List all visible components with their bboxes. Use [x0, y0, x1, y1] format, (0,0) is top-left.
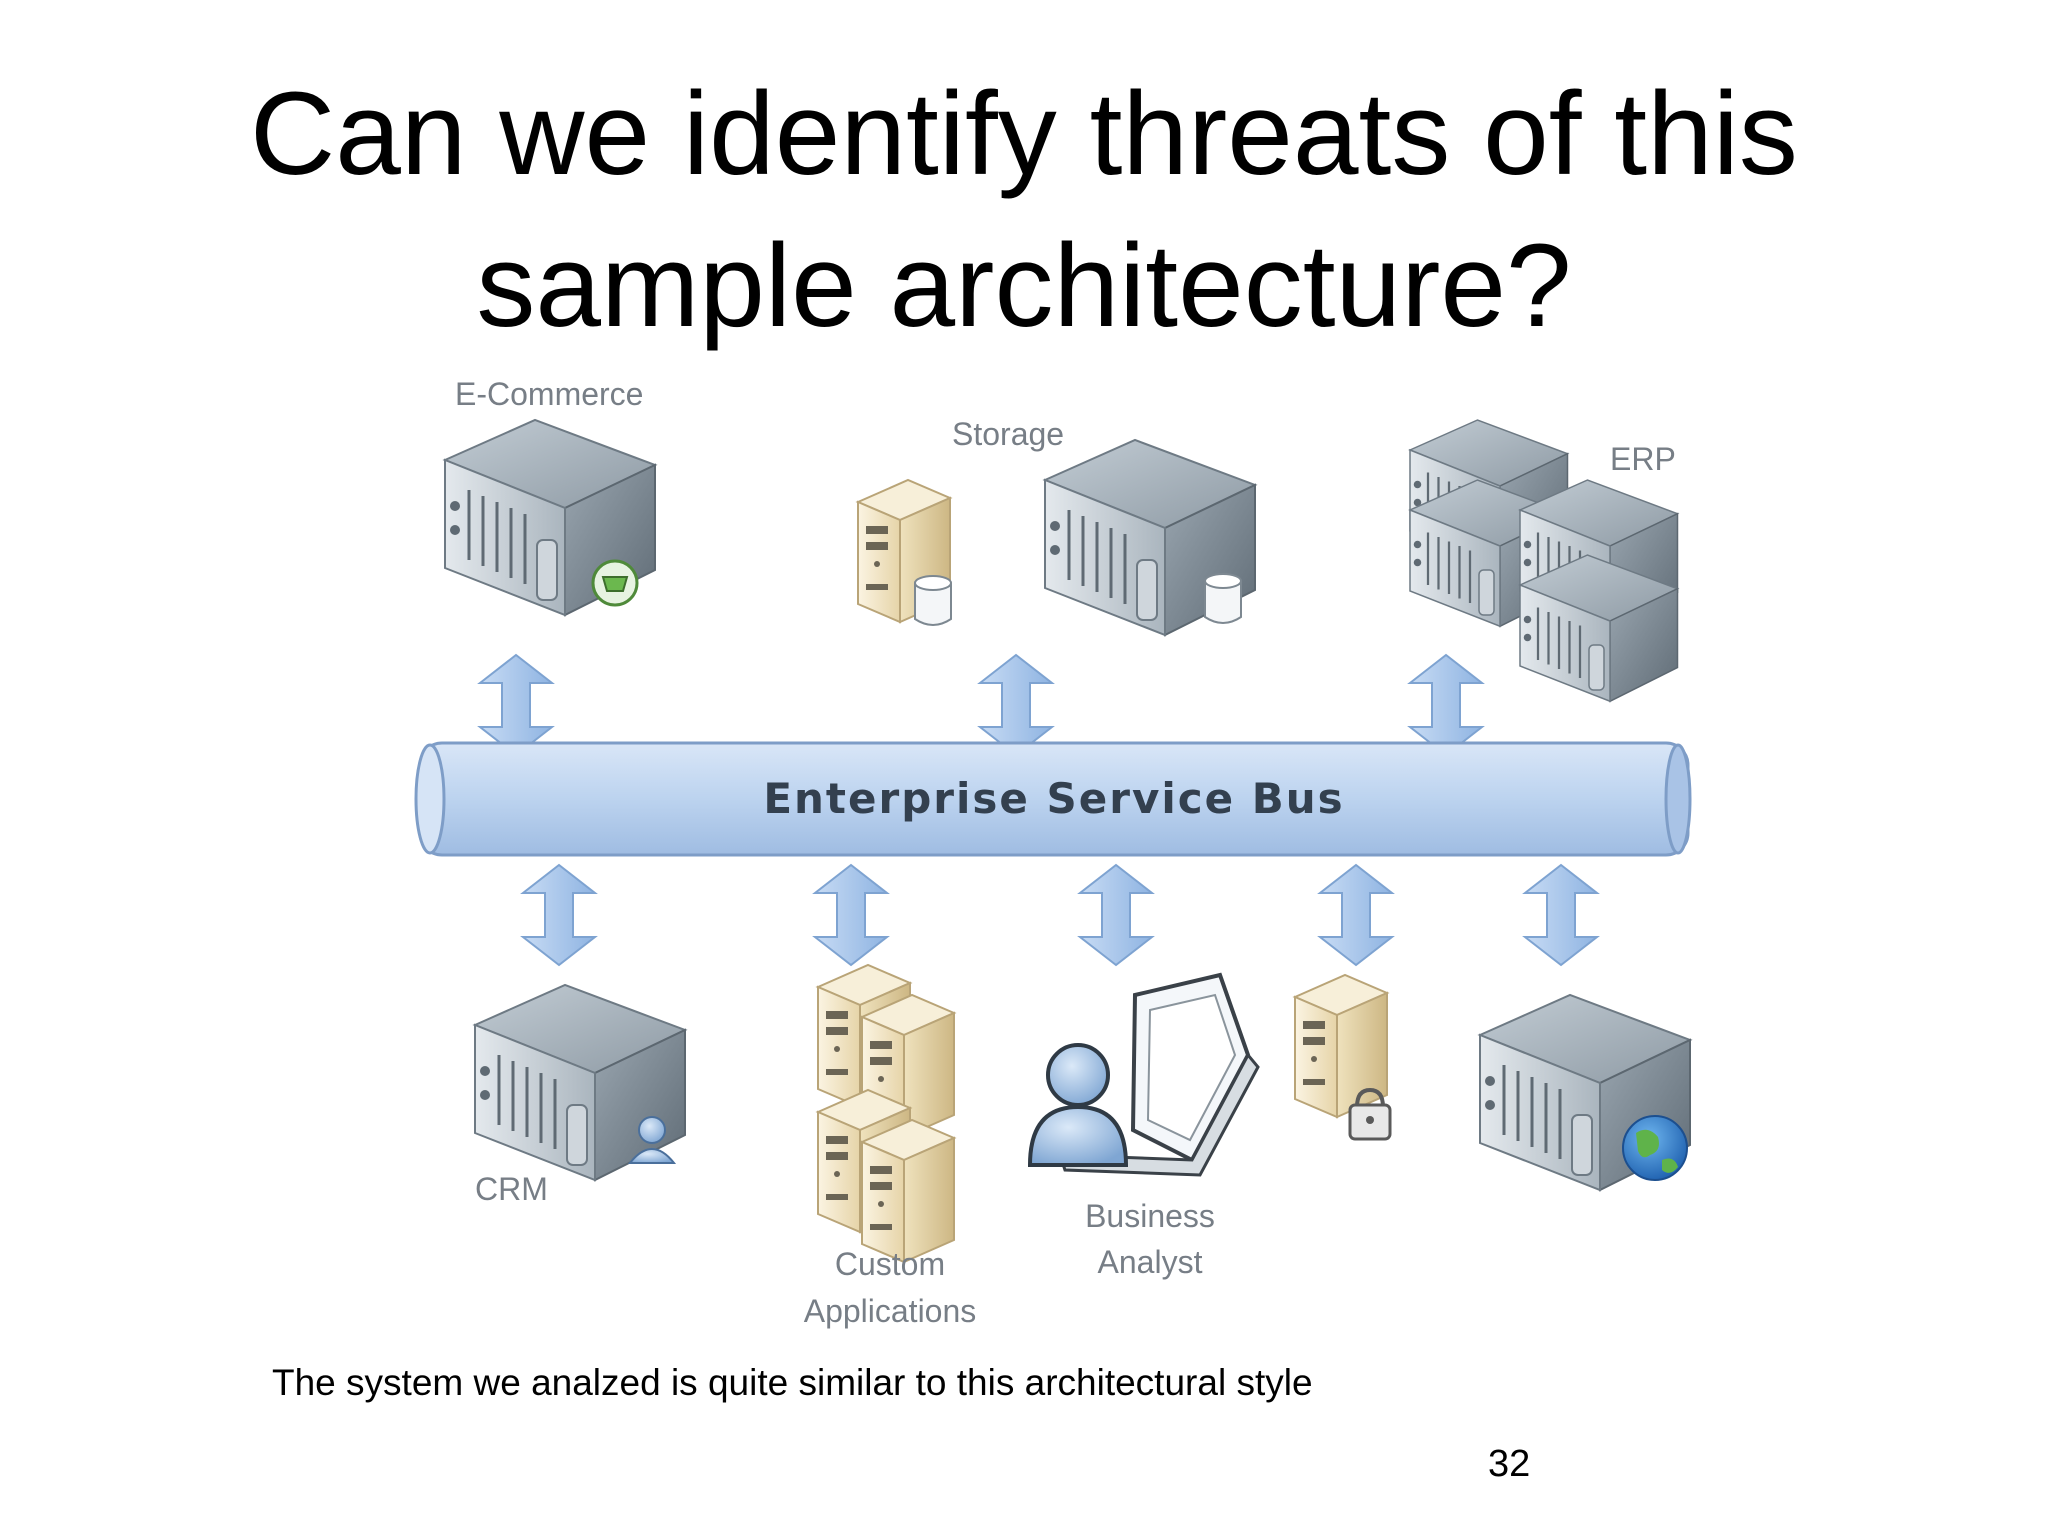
lock-icon: [1348, 1087, 1392, 1141]
bidirectional-arrow-icon: [814, 864, 888, 966]
laptop-icon: [1057, 972, 1260, 1177]
node-secure-tower: [1294, 974, 1392, 1141]
node-web-server: [1478, 993, 1692, 1192]
bidirectional-arrow-icon: [479, 654, 553, 756]
shopping-icon: [591, 559, 639, 607]
label-business: Business: [1085, 1198, 1215, 1234]
bidirectional-arrow-icon: [979, 654, 1053, 756]
slide-title: Can we identify threats of this sample a…: [124, 58, 1924, 362]
tower-server-icon: [1294, 974, 1388, 1118]
label-erp: ERP: [1610, 441, 1676, 477]
bidirectional-arrow-icon: [1319, 864, 1393, 966]
label-ecommerce: E-Commerce: [455, 376, 643, 412]
node-business-analyst: Business Analyst: [1027, 972, 1260, 1280]
bidirectional-arrow-icon: [522, 864, 596, 966]
user-icon: [1027, 1043, 1129, 1167]
node-custom-applications: Custom Applications: [804, 964, 977, 1329]
title-line-1: Can we identify threats of this: [250, 68, 1798, 200]
tower-server-icon: [861, 1119, 955, 1263]
bidirectional-arrow-icon: [1524, 864, 1598, 966]
label-storage: Storage: [952, 416, 1064, 452]
label-custom: Custom: [835, 1246, 945, 1282]
title-line-2: sample architecture?: [476, 220, 1572, 352]
node-ecommerce: E-Commerce: [443, 376, 657, 617]
globe-icon: [1622, 1115, 1688, 1181]
label-crm: CRM: [475, 1171, 548, 1207]
node-storage: Storage: [857, 416, 1257, 637]
bus-label: Enterprise Service Bus: [763, 774, 1344, 823]
user-icon: [627, 1116, 677, 1164]
label-applications: Applications: [804, 1293, 977, 1329]
database-icon: [914, 575, 952, 626]
architecture-diagram: E-Commerce Storage ERP: [414, 376, 1692, 1329]
database-icon: [1204, 573, 1242, 624]
page-number: 32: [1488, 1443, 1531, 1485]
label-analyst: Analyst: [1098, 1244, 1203, 1280]
bidirectional-arrow-icon: [1409, 654, 1483, 756]
bidirectional-arrow-icon: [1079, 864, 1153, 966]
node-crm: CRM: [473, 983, 687, 1207]
slide-caption: The system we analzed is quite similar t…: [272, 1362, 1313, 1403]
enterprise-service-bus: Enterprise Service Bus: [414, 741, 1692, 857]
node-erp: ERP: [1408, 418, 1679, 703]
